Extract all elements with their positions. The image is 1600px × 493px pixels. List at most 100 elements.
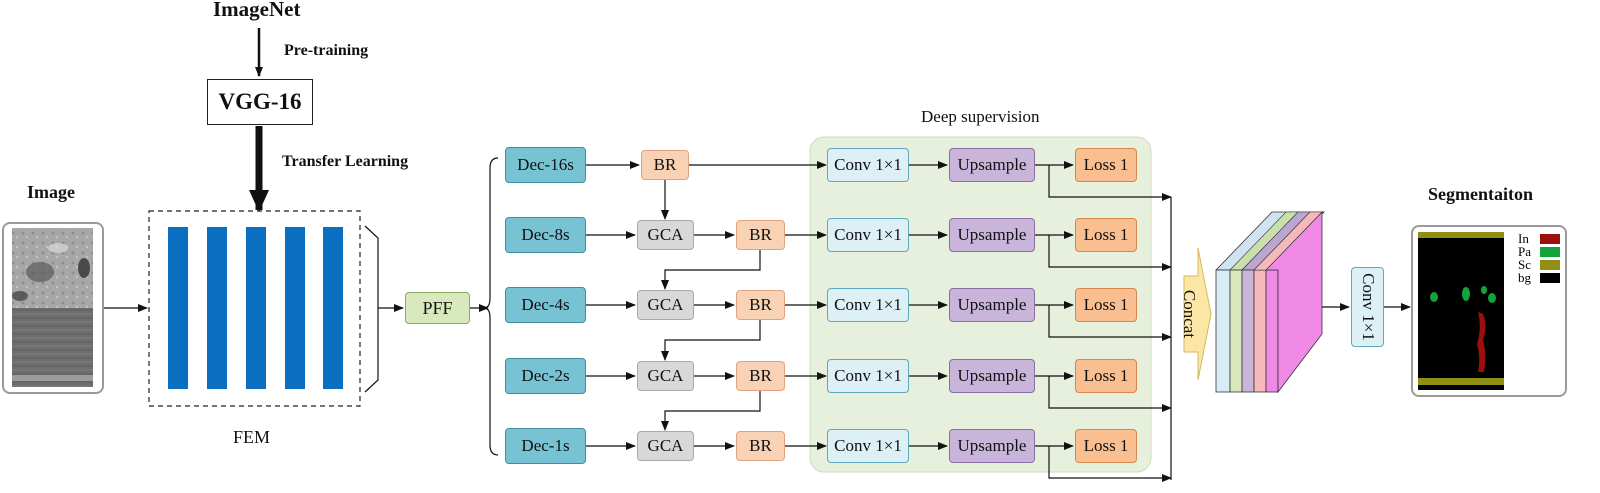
br-block-label: BR — [749, 225, 772, 244]
br-block: BR — [736, 361, 785, 391]
upsample-block-label: Upsample — [957, 295, 1027, 314]
br-block: BR — [736, 290, 785, 320]
fem-bar — [246, 227, 266, 389]
conv-block: Conv 1×1 — [827, 218, 909, 252]
gca-block-label: GCA — [647, 436, 684, 455]
decoder-block: Dec-2s — [505, 358, 586, 394]
pff-label: PFF — [422, 297, 453, 318]
pff-block: PFF — [405, 292, 470, 324]
segmentation-title: Segmentaiton — [1428, 184, 1533, 204]
gca-block: GCA — [637, 220, 694, 250]
gca-block: GCA — [637, 361, 694, 391]
legend-swatch — [1540, 234, 1560, 244]
br-block: BR — [641, 150, 689, 180]
decoder-block: Dec-1s — [505, 428, 586, 464]
gca-block-label: GCA — [647, 366, 684, 385]
decoder-block: Dec-8s — [505, 217, 586, 253]
gca-block-label: GCA — [647, 225, 684, 244]
concat-arrow-shape — [1183, 247, 1212, 381]
br-block: BR — [736, 220, 785, 250]
gca-block-label: GCA — [647, 295, 684, 314]
final-conv-block: Conv 1×1 — [1351, 267, 1384, 347]
loss-block-label: Loss 1 — [1083, 295, 1129, 314]
br-block-label: BR — [749, 366, 772, 385]
upsample-block: Upsample — [949, 148, 1035, 182]
conv-block-label: Conv 1×1 — [834, 436, 902, 455]
conv-block-label: Conv 1×1 — [834, 295, 902, 314]
upsample-block: Upsample — [949, 429, 1035, 463]
legend-item: Pa — [1518, 244, 1560, 260]
loss-block-label: Loss 1 — [1083, 366, 1129, 385]
conv-block-label: Conv 1×1 — [834, 366, 902, 385]
legend-label: Pa — [1518, 244, 1531, 259]
loss-block: Loss 1 — [1075, 148, 1137, 182]
fem-bar — [207, 227, 227, 389]
conv-block: Conv 1×1 — [827, 288, 909, 322]
fem-label: FEM — [233, 427, 271, 447]
br-block-label: BR — [749, 436, 772, 455]
connector-path — [1048, 376, 1172, 412]
br-block: BR — [736, 431, 785, 461]
vgg16-label: VGG-16 — [218, 89, 302, 114]
connector-path — [1048, 165, 1172, 201]
deep-supervision-label: Deep supervision — [921, 107, 1040, 126]
legend-label: In — [1518, 231, 1529, 246]
decoder-block-label: Dec-8s — [521, 225, 570, 244]
legend-label: Sc — [1518, 257, 1531, 272]
decoder-block-label: Dec-16s — [517, 155, 574, 174]
conv-block: Conv 1×1 — [827, 148, 909, 182]
connector-path — [661, 250, 761, 290]
legend-swatch — [1540, 247, 1560, 257]
upsample-block-label: Upsample — [957, 366, 1027, 385]
imagenet-label: ImageNet — [213, 0, 301, 21]
loss-block-label: Loss 1 — [1083, 225, 1129, 244]
fem-output-brace — [364, 225, 379, 393]
connector-path — [1048, 305, 1172, 341]
upsample-block-label: Upsample — [957, 155, 1027, 174]
decoder-block: Dec-4s — [505, 287, 586, 323]
fem-bar — [285, 227, 305, 389]
gca-block: GCA — [637, 290, 694, 320]
br-block-label: BR — [653, 155, 677, 174]
decoder-brace — [483, 157, 499, 456]
decoder-block-label: Dec-1s — [521, 436, 570, 455]
decoder-block-label: Dec-4s — [521, 295, 570, 314]
loss-block: Loss 1 — [1075, 429, 1137, 463]
upsample-block: Upsample — [949, 359, 1035, 393]
concatenated-feature-stack — [1215, 211, 1325, 394]
loss-block-label: Loss 1 — [1083, 436, 1129, 455]
upsample-block-label: Upsample — [957, 225, 1027, 244]
segmentation-map — [1418, 232, 1504, 390]
transfer-learning-label: Transfer Learning — [282, 153, 409, 170]
connector-path — [661, 391, 761, 431]
loss-block: Loss 1 — [1075, 288, 1137, 322]
vgg16-box: VGG-16 — [207, 79, 313, 125]
br-block-label: BR — [749, 295, 772, 314]
gca-block: GCA — [637, 431, 694, 461]
connector-path — [661, 320, 761, 361]
conv-block-label: Conv 1×1 — [834, 155, 902, 174]
legend-swatch — [1540, 260, 1560, 270]
legend-item: In — [1518, 231, 1560, 247]
pretraining-label: Pre-training — [284, 42, 369, 59]
fem-feature-bars — [168, 227, 343, 389]
concat-label: Concat — [1180, 289, 1200, 339]
decoder-block-label: Dec-2s — [521, 366, 570, 385]
conv-block-label: Conv 1×1 — [834, 225, 902, 244]
upsample-block: Upsample — [949, 288, 1035, 322]
decoder-block: Dec-16s — [505, 147, 586, 183]
image-title: Image — [27, 182, 75, 202]
connector-path — [1048, 235, 1172, 271]
fem-bar — [168, 227, 188, 389]
fem-bar — [323, 227, 343, 389]
legend-item: bg — [1518, 270, 1560, 286]
legend-swatch — [1540, 273, 1560, 283]
upsample-block: Upsample — [949, 218, 1035, 252]
loss-block: Loss 1 — [1075, 359, 1137, 393]
legend-label: bg — [1518, 270, 1531, 285]
connector-path — [1048, 446, 1172, 482]
upsample-block-label: Upsample — [957, 436, 1027, 455]
conv-block: Conv 1×1 — [827, 359, 909, 393]
